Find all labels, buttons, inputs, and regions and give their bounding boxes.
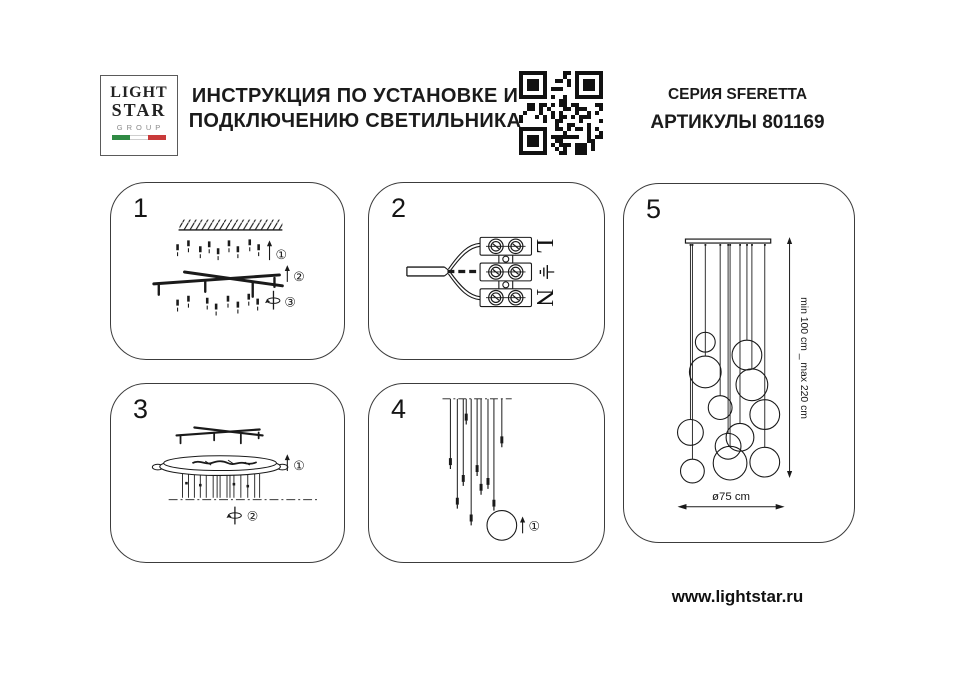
mounting-bracket — [152, 270, 284, 298]
cable-anchors — [689, 244, 766, 246]
lightstar-logo: LIGHT STAR GROUP — [100, 75, 178, 156]
product-info: СЕРИЯ SFERETTA АРТИКУЛЫ 801169 — [615, 87, 860, 134]
qr-code-icon — [519, 71, 603, 155]
step-marker-1: ① — [529, 519, 541, 534]
arrow-up-icon — [266, 240, 273, 261]
panel-number: 1 — [133, 193, 149, 223]
step-marker-1: ① — [275, 248, 287, 263]
terminal-label-neutral: N — [531, 289, 558, 307]
panel-number: 5 — [646, 194, 662, 224]
ground-icon — [539, 265, 555, 279]
logo-text-light: LIGHT — [110, 84, 168, 101]
screw-rotate-icon — [265, 290, 281, 310]
arrow-up-icon — [284, 265, 290, 282]
step-panel-4: 4 ① — [368, 383, 605, 563]
height-dimension — [786, 237, 793, 478]
anchor-row — [176, 239, 260, 261]
page-title: ИНСТРУКЦИЯ ПО УСТАНОВКЕ И ПОДКЛЮЧЕНИЮ СВ… — [185, 84, 525, 134]
panel-number: 3 — [133, 394, 149, 424]
wire-neutral — [447, 270, 481, 301]
mounting-bracket-small — [175, 426, 264, 445]
glass-sphere — [486, 510, 518, 541]
canopy-plate-diagram: ① ② — [151, 426, 317, 525]
logo-text-group: GROUP — [116, 123, 165, 132]
step-panel-1: 1 — [110, 182, 345, 360]
fixture-dimensions-diagram: min 100 cm _ max 220 cm ø75 cm — [676, 237, 809, 510]
step-marker-3: ③ — [284, 296, 296, 311]
step-marker-2: ② — [247, 509, 259, 524]
cable-tip-points — [449, 420, 503, 526]
cable-tips — [448, 413, 504, 522]
step-panel-3: 3 — [110, 383, 345, 563]
panel-number: 4 — [391, 394, 407, 424]
wiring-diagram: L N — [406, 236, 558, 308]
screw-rotate-icon — [226, 506, 242, 525]
step-marker-2: ② — [293, 270, 305, 285]
terminal-label-live: L — [531, 239, 558, 254]
diameter-dimension — [677, 503, 785, 510]
page-title-line2: ПОДКЛЮЧЕНИЮ СВЕТИЛЬНИКА — [188, 110, 522, 132]
cable-drops — [449, 398, 503, 522]
logo-text-star: STAR — [111, 100, 167, 120]
ceiling-mount-diagram: ① ② ③ — [152, 219, 305, 316]
step-panel-5: 5 — [623, 183, 855, 543]
suspension-cables — [689, 245, 766, 460]
arrow-up-icon — [284, 454, 290, 472]
step-panel-2: 2 — [368, 182, 605, 360]
panel-number: 2 — [391, 193, 407, 223]
cable-beads — [185, 481, 250, 488]
glass-spheres — [676, 331, 781, 484]
ceiling-canopy — [684, 238, 772, 244]
ceiling-hatch — [179, 219, 283, 230]
website-url: www.lightstar.ru — [671, 587, 804, 606]
wire-live — [447, 242, 481, 273]
diameter-label: ø75 cm — [712, 491, 750, 503]
series-label: СЕРИЯ SFERETTA — [667, 86, 808, 103]
step-marker-1: ① — [293, 459, 305, 474]
articles-label: АРТИКУЛЫ 801169 — [650, 112, 825, 133]
screw-row — [176, 293, 259, 316]
ceiling-plate — [151, 455, 289, 477]
height-range-label: min 100 cm _ max 220 cm — [798, 297, 809, 419]
terminal-screws — [486, 238, 526, 306]
italian-flag-icon — [112, 135, 166, 140]
cable-drop-diagram: ① — [442, 398, 541, 541]
arrow-up-icon — [520, 516, 526, 534]
power-cable — [406, 266, 450, 277]
page-title-line1: ИНСТРУКЦИЯ ПО УСТАНОВКЕ И — [191, 85, 519, 107]
